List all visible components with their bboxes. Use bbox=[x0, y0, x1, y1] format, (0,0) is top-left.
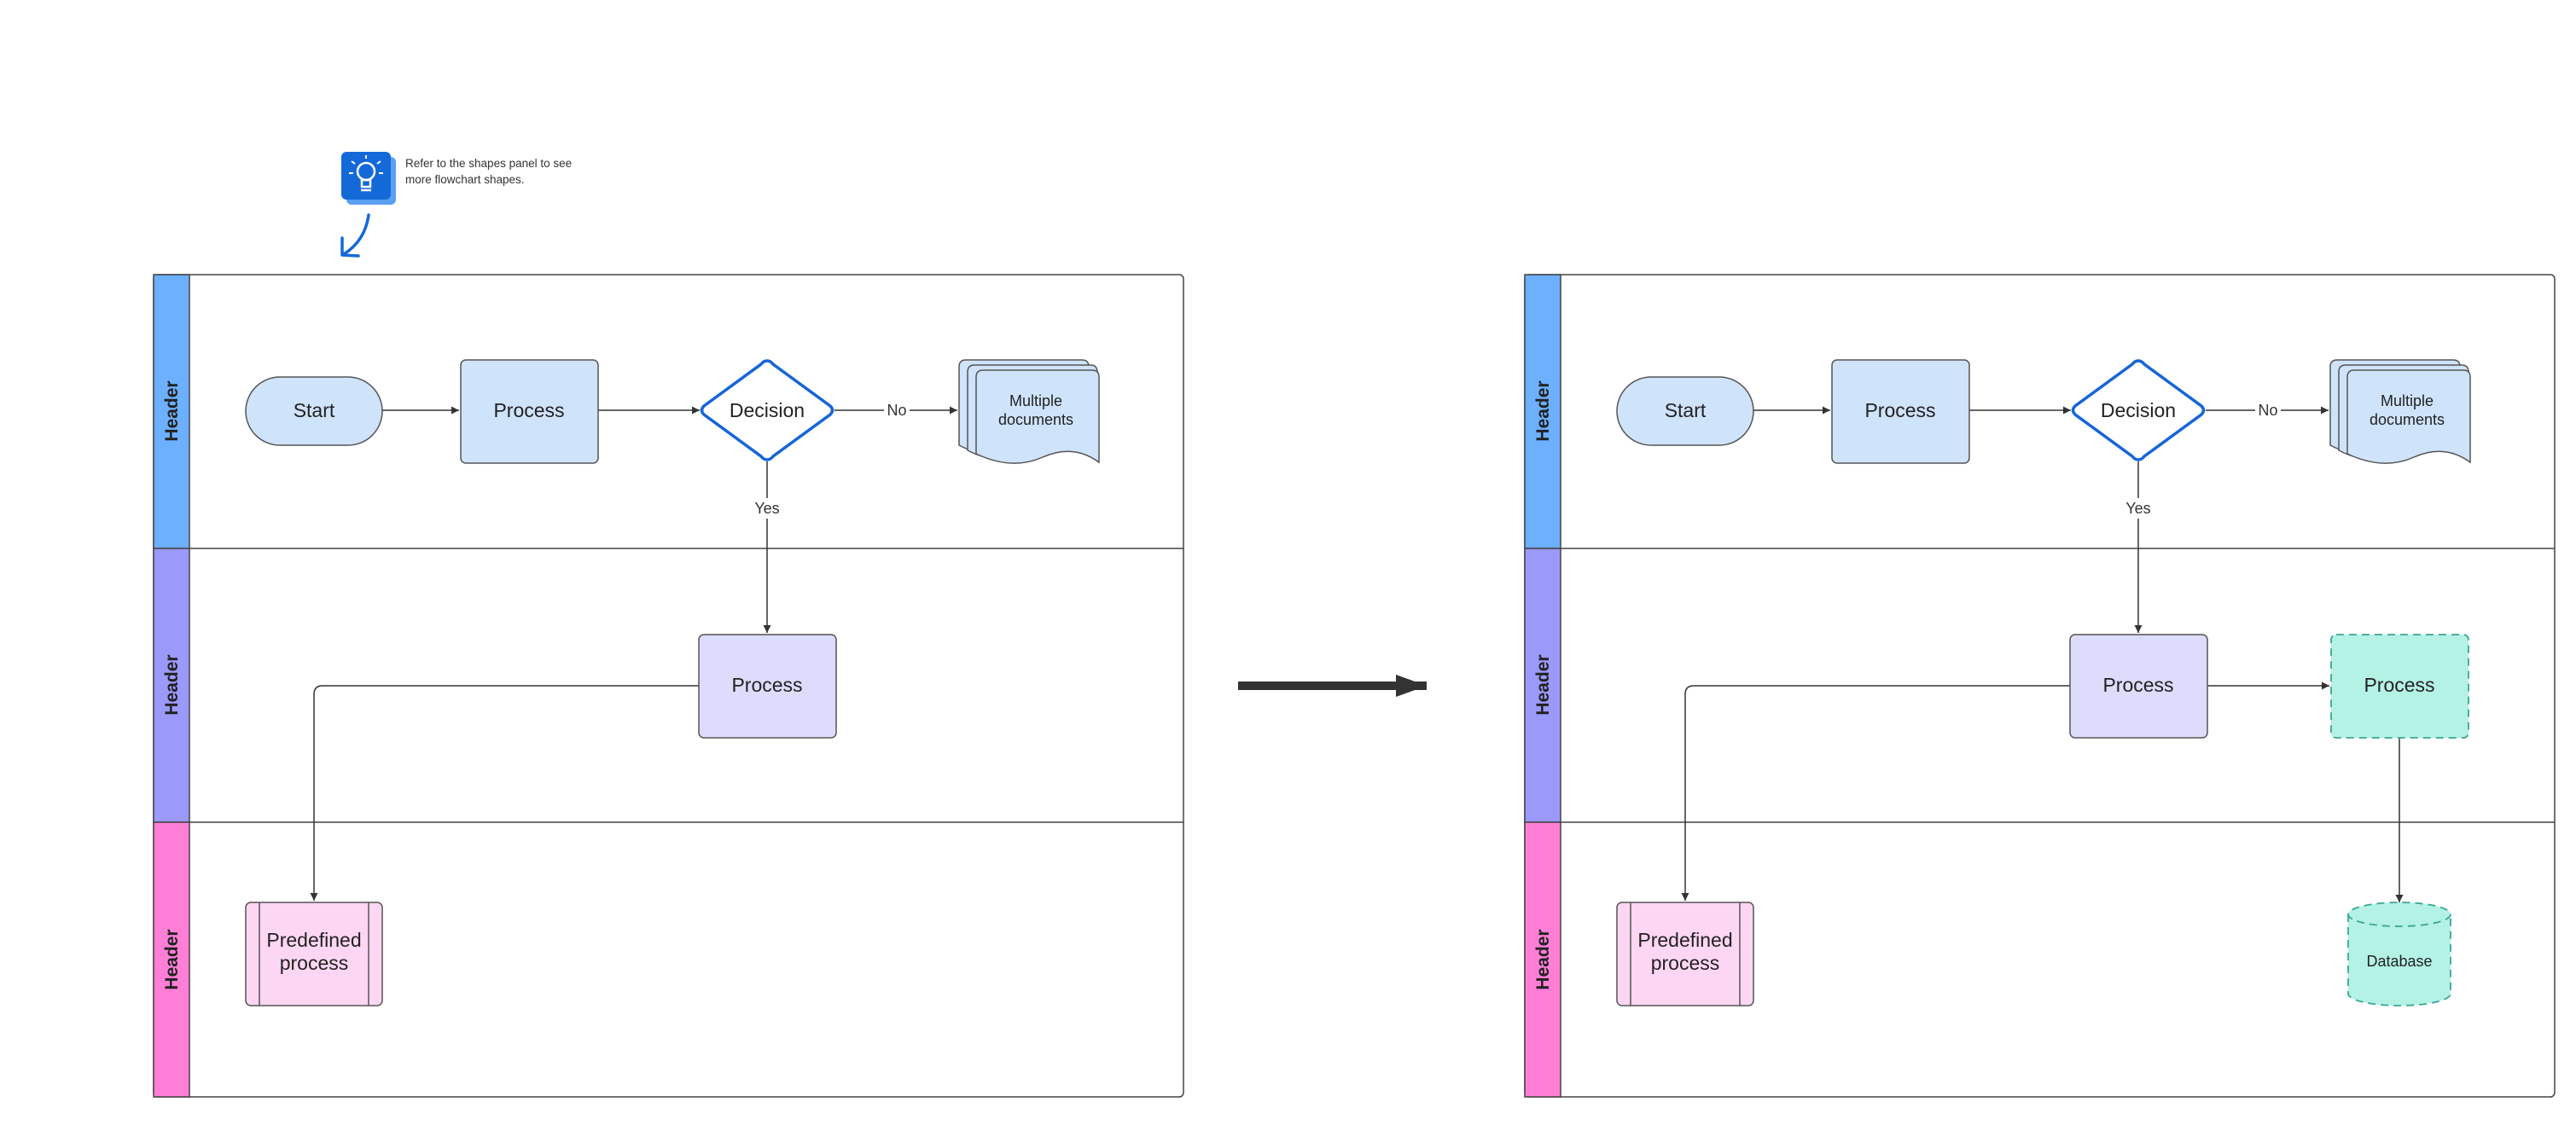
right-predefined-label-line1: Predefined bbox=[1637, 929, 1732, 951]
right-connector-process-predefined[interactable] bbox=[1681, 685, 2070, 901]
right-predefined-label-line2: process bbox=[1651, 952, 1720, 974]
right-process-new-label: Process bbox=[2364, 674, 2434, 696]
right-start-label: Start bbox=[1665, 399, 1707, 421]
right-decision-label: Decision bbox=[2101, 399, 2176, 421]
right-lane-label-2: Header bbox=[1533, 654, 1553, 715]
left-lane-header-3[interactable] bbox=[153, 821, 190, 1098]
left-lane-header-1[interactable] bbox=[153, 274, 190, 549]
left-start-label: Start bbox=[294, 399, 335, 421]
tip-arrow bbox=[342, 213, 370, 256]
tip-text-line1: Refer to the shapes panel to see bbox=[405, 157, 572, 170]
right-multidoc-label-line2: documents bbox=[2370, 411, 2445, 428]
right-lane-label-3: Header bbox=[1533, 929, 1553, 989]
right-process-mid-label: Process bbox=[2102, 674, 2173, 696]
tip-note: Refer to the shapes panel to see more fl… bbox=[340, 152, 572, 258]
right-lane-header-3[interactable] bbox=[1524, 821, 1561, 1098]
left-lane-label-3: Header bbox=[162, 929, 182, 989]
right-database-cylinder[interactable] bbox=[2347, 902, 2451, 1006]
right-multiple-documents[interactable] bbox=[2329, 359, 2471, 464]
lightbulb-icon bbox=[341, 152, 396, 205]
right-no-label: No bbox=[2258, 402, 2277, 419]
left-process-top-label: Process bbox=[493, 399, 564, 421]
right-start-terminator[interactable] bbox=[1616, 376, 1754, 446]
tip-text-line2: more flowchart shapes. bbox=[405, 173, 525, 186]
right-database-label: Database bbox=[2366, 953, 2432, 970]
right-process-top-label: Process bbox=[1864, 399, 1935, 421]
right-lane-label-1: Header bbox=[1533, 380, 1553, 441]
left-multidoc-label-line2: documents bbox=[998, 411, 1073, 428]
right-process-top[interactable] bbox=[1831, 359, 1970, 464]
left-process-top[interactable] bbox=[460, 359, 599, 464]
right-yes-label: Yes bbox=[2125, 500, 2150, 517]
right-decision-diamond[interactable] bbox=[2071, 359, 2206, 461]
left-start-terminator[interactable] bbox=[245, 376, 383, 446]
left-no-label: No bbox=[887, 402, 906, 419]
right-lane-header-2[interactable] bbox=[1524, 548, 1561, 823]
left-lane-label-2: Header bbox=[162, 654, 182, 715]
tip-arrow-head bbox=[340, 236, 360, 258]
left-process-mid-label: Process bbox=[731, 674, 802, 696]
right-predefined-process[interactable] bbox=[1616, 902, 1754, 1006]
left-predefined-label-line1: Predefined bbox=[266, 929, 361, 951]
right-multidoc-label-line1: Multiple bbox=[2381, 392, 2434, 409]
right-process-new[interactable] bbox=[2330, 634, 2469, 739]
left-connector-process-predefined[interactable] bbox=[310, 685, 699, 901]
left-decision-label: Decision bbox=[730, 399, 805, 421]
left-multiple-documents[interactable] bbox=[958, 359, 1100, 464]
left-process-mid[interactable] bbox=[698, 634, 837, 739]
left-predefined-process[interactable] bbox=[245, 902, 383, 1006]
left-lane-label-1: Header bbox=[162, 380, 182, 441]
left-yes-label: Yes bbox=[754, 500, 779, 517]
right-lane-header-1[interactable] bbox=[1524, 274, 1561, 549]
left-swimlane-diagram: Header Header Header No Yes Start Proces… bbox=[153, 274, 1184, 1098]
left-decision-diamond[interactable] bbox=[700, 359, 834, 461]
left-predefined-label-line2: process bbox=[280, 952, 349, 974]
left-multidoc-label-line1: Multiple bbox=[1009, 392, 1062, 409]
right-swimlane-diagram: Header Header Header No Yes Start Proces… bbox=[1524, 274, 2556, 1098]
right-process-mid[interactable] bbox=[2069, 634, 2208, 739]
